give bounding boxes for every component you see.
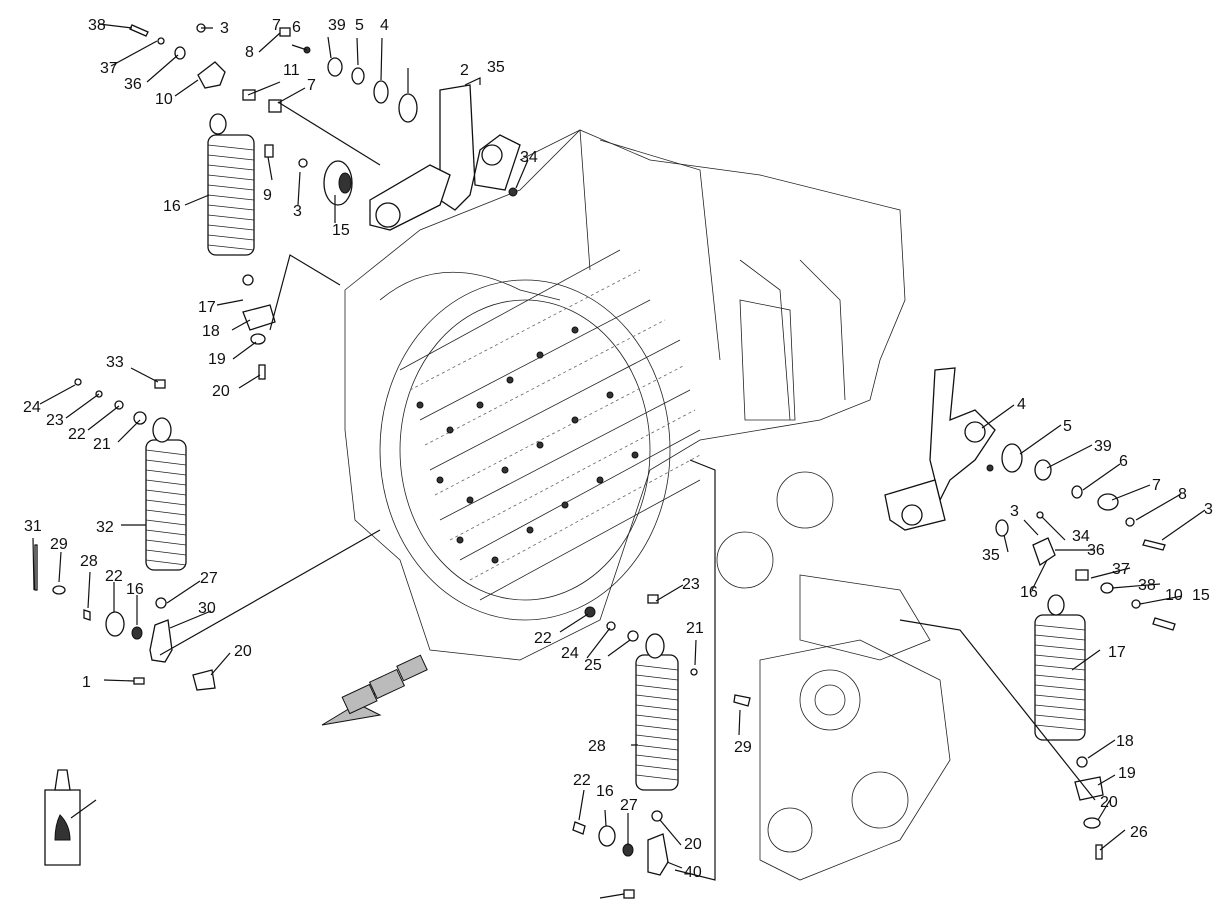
callout-label: 33 [106, 354, 124, 371]
callout-label: 4 [380, 17, 389, 34]
callout-label: 3 [1204, 501, 1213, 518]
callout-label: 7 [307, 77, 316, 94]
callout-label: 24 [23, 399, 41, 416]
callout-label: 2 [460, 62, 469, 79]
callout-label: 22 [573, 772, 591, 789]
callout-label: 37 [100, 60, 118, 77]
callout-label: 9 [263, 187, 272, 204]
callout-label: 21 [686, 620, 704, 637]
callout-label: 6 [1119, 453, 1128, 470]
callout-label: 25 [584, 657, 602, 674]
callout-label: 20 [234, 643, 252, 660]
callout-label: 28 [80, 553, 98, 570]
callout-label: 16 [596, 783, 614, 800]
callout-label: 3 [293, 203, 302, 220]
callout-label: 6 [292, 19, 301, 36]
callout-label: 20 [1100, 794, 1118, 811]
callout-label: 17 [198, 299, 216, 316]
callout-label: 7 [1152, 477, 1161, 494]
callout-label: 18 [202, 323, 220, 340]
callout-label: 37 [1112, 561, 1130, 578]
callout-label: 34 [520, 149, 538, 166]
callout-label: 19 [1118, 765, 1136, 782]
callout-label: 24 [561, 645, 579, 662]
callout-label: 36 [1087, 542, 1105, 559]
callout-label: 39 [328, 17, 346, 34]
leader-lines [32, 23, 1206, 899]
callout-label: 17 [1108, 644, 1126, 661]
callout-label: 19 [208, 351, 226, 368]
callout-label: 8 [1178, 486, 1187, 503]
callout-label: 32 [96, 519, 114, 536]
left-arm-parts [34, 23, 521, 691]
callout-label: 35 [487, 59, 505, 76]
callout-label: 29 [50, 536, 68, 553]
callout-label: 20 [684, 836, 702, 853]
callout-label: 15 [332, 222, 350, 239]
callout-label: 39 [1094, 438, 1112, 455]
callout-label: 4 [1017, 396, 1026, 413]
callout-label: 10 [155, 91, 173, 108]
callout-label: 5 [1063, 418, 1072, 435]
callout-label: 11 [283, 62, 300, 79]
callout-label: 15 [1192, 587, 1210, 604]
callout-label: 1 [82, 674, 91, 691]
callout-label: 18 [1116, 733, 1134, 750]
callout-label: 27 [620, 797, 638, 814]
callout-label: 22 [105, 568, 123, 585]
callout-label: 34 [1072, 528, 1090, 545]
callout-label: 28 [588, 738, 606, 755]
callout-label: 16 [126, 581, 144, 598]
callout-label: 16 [1020, 584, 1038, 601]
callout-label: 20 [212, 383, 230, 400]
callout-label: 36 [124, 76, 142, 93]
callout-label: 40 [684, 864, 702, 881]
right-arm-parts [44, 367, 1176, 899]
callout-label: 23 [682, 576, 700, 593]
callout-label: 31 [24, 518, 42, 535]
callout-label: 38 [1138, 577, 1156, 594]
callout-label: 3 [1010, 503, 1019, 520]
callout-label: 16 [163, 198, 181, 215]
callout-label: 5 [355, 17, 364, 34]
callout-label: 35 [982, 547, 1000, 564]
callout-label: 22 [534, 630, 552, 647]
callout-label: 7 [272, 17, 281, 34]
callout-label: 23 [46, 412, 64, 429]
callout-label: 21 [93, 436, 111, 453]
callout-label: 22 [68, 426, 86, 443]
callout-label: 30 [198, 600, 216, 617]
callout-label: 10 [1165, 587, 1183, 604]
callout-label: 27 [200, 570, 218, 587]
callout-label: 8 [245, 44, 254, 61]
callout-label: 3 [220, 20, 229, 37]
callout-label: 38 [88, 17, 106, 34]
callout-label: 26 [1130, 824, 1148, 841]
rotor-housing [344, 129, 951, 881]
callout-label: 29 [734, 739, 752, 756]
